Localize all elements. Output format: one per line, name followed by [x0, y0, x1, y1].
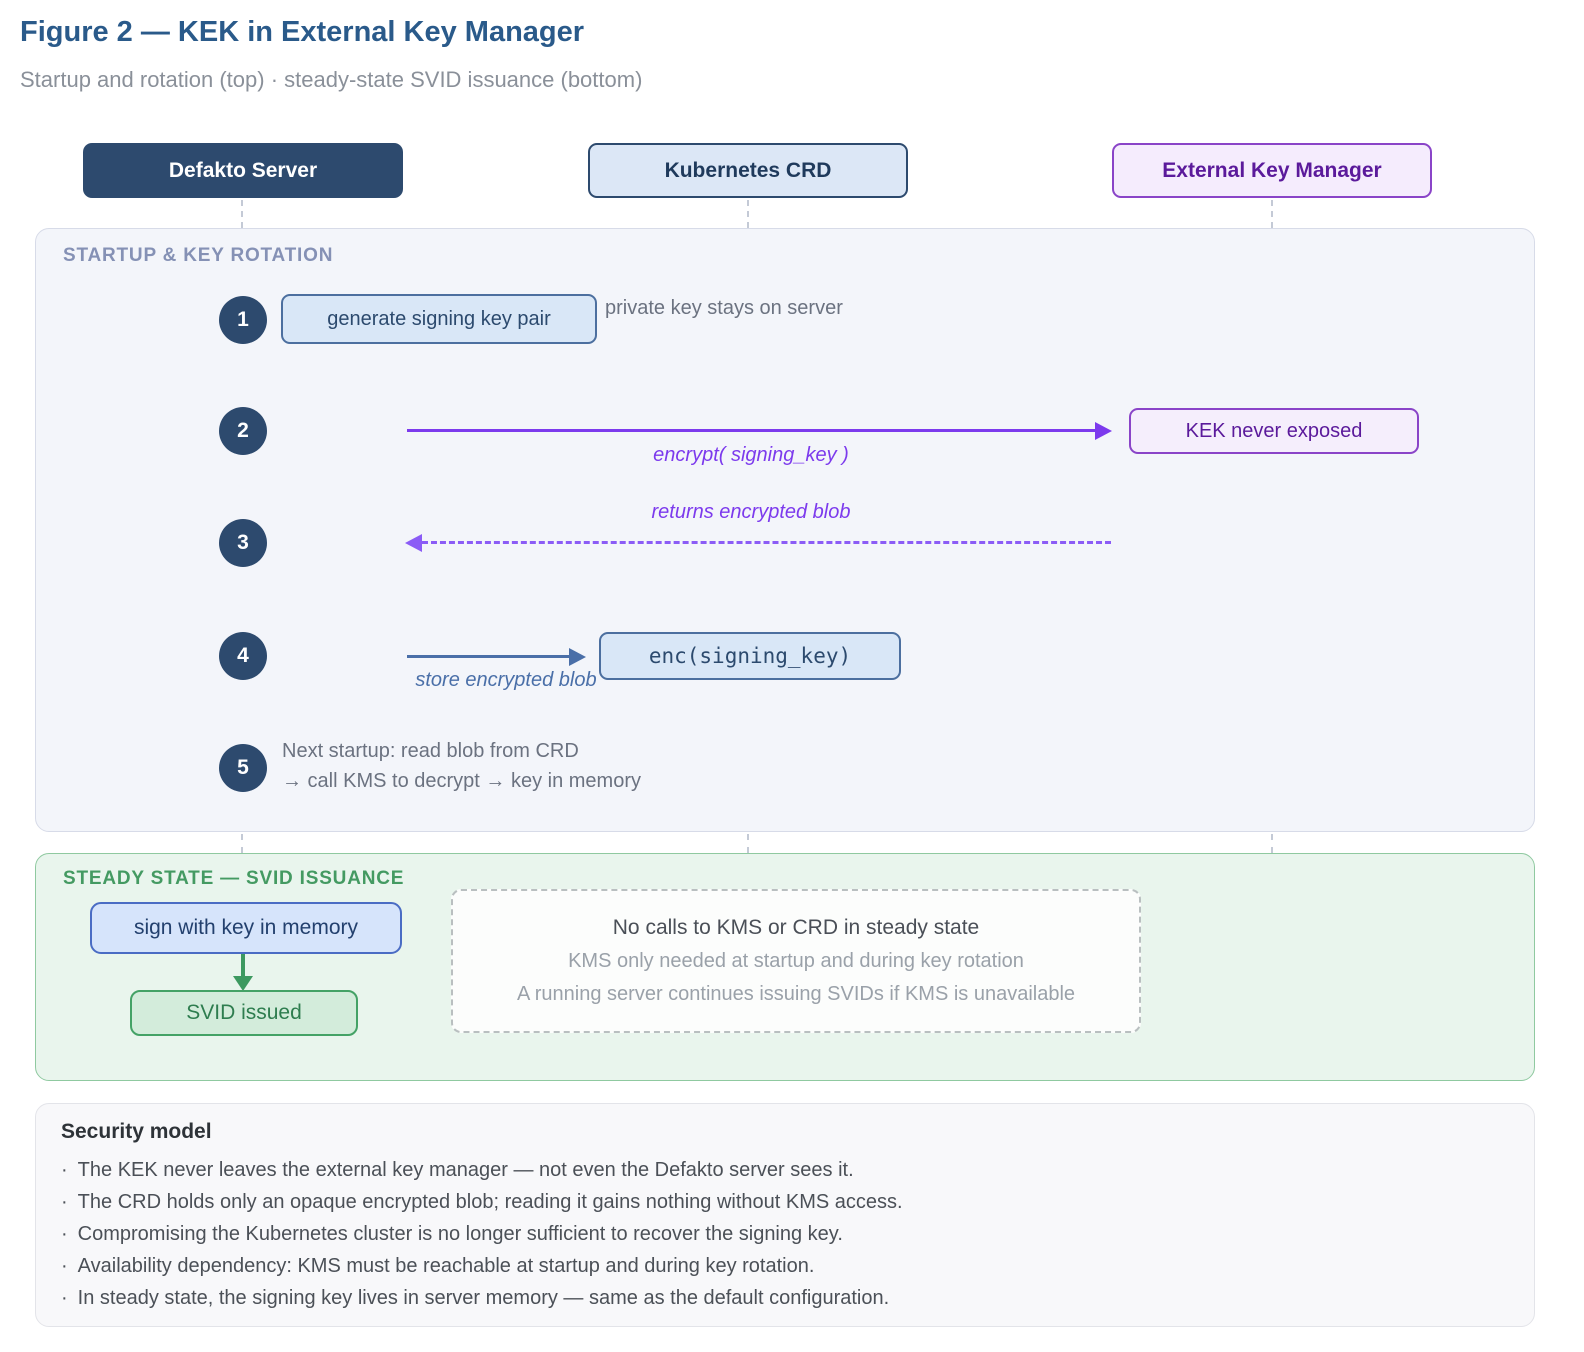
steady-state-panel: STEADY STATE — SVID ISSUANCE sign with k… [35, 853, 1535, 1081]
startup-rotation-panel: STARTUP & KEY ROTATION 1 generate signin… [35, 228, 1535, 832]
encrypted-blob-box: enc(signing_key) [599, 632, 901, 680]
step-1-note: private key stays on server [605, 297, 843, 319]
figure-subtitle: Startup and rotation (top) · steady-stat… [20, 67, 643, 92]
svid-arrow-line [241, 954, 245, 978]
steady-note-line-2: A running server continues issuing SVIDs… [516, 983, 1076, 1005]
actor-defakto-server: Defakto Server [83, 143, 403, 198]
sign-with-key-box: sign with key in memory [90, 902, 402, 954]
store-blob-arrow-label: store encrypted blob [415, 669, 597, 691]
step-5-note-line-1: Next startup: read blob from CRD [282, 740, 579, 762]
lifeline-crd-top [747, 200, 749, 228]
steady-note-line-1: KMS only needed at startup and during ke… [568, 950, 1024, 972]
actor-external-key-manager: External Key Manager [1112, 143, 1432, 198]
security-bullet: · Availability dependency: KMS must be r… [61, 1250, 903, 1282]
bullet-dot-icon: · [61, 1159, 68, 1181]
step-1-badge: 1 [219, 296, 267, 344]
encrypt-arrow-head-icon [1095, 422, 1112, 440]
security-bullet: · Compromising the Kubernetes cluster is… [61, 1218, 903, 1250]
step-3-badge: 3 [219, 519, 267, 567]
store-blob-arrow-line [407, 655, 569, 658]
generate-key-pair-box: generate signing key pair [281, 294, 597, 344]
lifeline-kms-top [1271, 200, 1273, 228]
step-5-note: Next startup: read blob from CRD → call … [282, 736, 641, 796]
bullet-dot-icon: · [61, 1287, 68, 1309]
security-bullet: · The CRD holds only an opaque encrypted… [61, 1186, 903, 1218]
lifeline-crd-mid [747, 834, 749, 853]
encrypt-arrow-line [407, 429, 1095, 432]
kek-never-exposed-box: KEK never exposed [1129, 408, 1419, 454]
returns-blob-arrow-label: returns encrypted blob [651, 501, 851, 523]
step-4-badge: 4 [219, 632, 267, 680]
startup-panel-header: STARTUP & KEY ROTATION [63, 245, 334, 266]
steady-panel-header: STEADY STATE — SVID ISSUANCE [63, 868, 405, 889]
lifeline-server-top [241, 200, 243, 228]
security-model-title: Security model [61, 1120, 212, 1143]
store-blob-arrow-head-icon [569, 648, 586, 666]
security-bullet-text: In steady state, the signing key lives i… [77, 1287, 890, 1309]
security-model-panel: Security model · The KEK never leaves th… [35, 1103, 1535, 1327]
bullet-dot-icon: · [61, 1255, 68, 1277]
security-bullet-text: Compromising the Kubernetes cluster is n… [77, 1223, 843, 1245]
encrypt-arrow-label: encrypt( signing_key ) [653, 444, 849, 466]
svid-arrow-head-icon [233, 976, 253, 991]
security-bullet: · In steady state, the signing key lives… [61, 1282, 903, 1314]
step-5-note-line-2: → call KMS to decrypt → key in memory [282, 770, 641, 792]
step-2-badge: 2 [219, 407, 267, 455]
actor-kubernetes-crd: Kubernetes CRD [588, 143, 908, 198]
steady-state-note-box: No calls to KMS or CRD in steady state K… [451, 889, 1141, 1033]
bullet-dot-icon: · [61, 1191, 68, 1213]
security-bullet-text: Availability dependency: KMS must be rea… [77, 1255, 815, 1277]
bullet-dot-icon: · [61, 1223, 68, 1245]
returns-blob-arrow-line [422, 541, 1111, 544]
lifeline-kms-mid [1271, 834, 1273, 853]
security-bullet-text: The CRD holds only an opaque encrypted b… [77, 1191, 903, 1213]
steady-note-title: No calls to KMS or CRD in steady state [612, 916, 980, 939]
security-bullet-list: · The KEK never leaves the external key … [61, 1154, 903, 1314]
svid-issued-box: SVID issued [130, 990, 358, 1036]
lifeline-server-mid [241, 834, 243, 853]
figure-title: Figure 2 — KEK in External Key Manager [20, 16, 585, 48]
returns-blob-arrow-head-icon [405, 534, 422, 552]
step-5-badge: 5 [219, 744, 267, 792]
security-bullet: · The KEK never leaves the external key … [61, 1154, 903, 1186]
security-bullet-text: The KEK never leaves the external key ma… [77, 1159, 854, 1181]
